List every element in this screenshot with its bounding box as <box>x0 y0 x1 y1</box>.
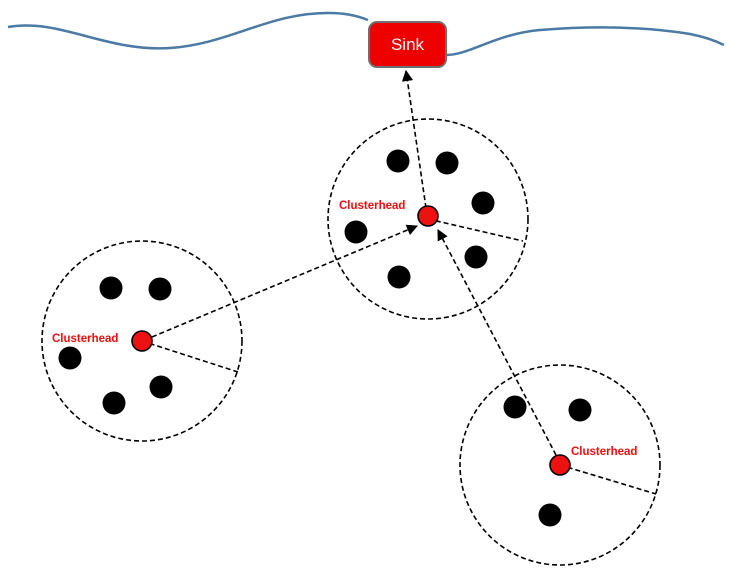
member-node <box>102 391 126 415</box>
member-node <box>386 149 410 173</box>
cluster-left-radius-line <box>141 340 239 373</box>
member-node <box>568 398 592 422</box>
member-node <box>471 191 495 215</box>
sink-label: Sink <box>391 35 425 54</box>
member-node <box>464 245 488 269</box>
cluster-bottom-right-head <box>549 454 571 476</box>
member-node <box>435 151 459 175</box>
cluster-left-boundary <box>41 240 243 442</box>
sink-node: Sink <box>368 21 447 68</box>
member-node <box>149 375 173 399</box>
cluster-bottom-right-head-label: Clusterhead <box>571 446 637 458</box>
cluster-center-head <box>417 205 439 227</box>
cluster-bottom-right-radius-line <box>559 464 657 495</box>
boundary-wave <box>7 11 725 57</box>
arrow-left-to-center <box>151 224 419 338</box>
cluster-center-members <box>344 149 495 289</box>
member-node <box>538 503 562 527</box>
cluster-left-head-label: Clusterhead <box>52 333 118 345</box>
cluster-center-radius-line <box>427 218 524 242</box>
member-node <box>344 220 368 244</box>
cluster-center-boundary <box>327 118 529 320</box>
cluster-bottom-right-boundary <box>459 364 661 566</box>
member-node <box>99 276 123 300</box>
member-node <box>148 277 172 301</box>
sink-box <box>368 21 447 68</box>
member-node <box>503 395 527 419</box>
cluster-left-head <box>131 330 153 352</box>
arrow-center-to-sink <box>401 69 427 209</box>
cluster-center-head-label: Clusterhead <box>339 200 405 212</box>
member-node <box>387 265 411 289</box>
cluster-bottom-right-members <box>503 395 592 527</box>
cluster-left-members <box>58 276 173 415</box>
member-node <box>58 346 82 370</box>
arrow-bottom-right-to-center <box>437 229 557 456</box>
